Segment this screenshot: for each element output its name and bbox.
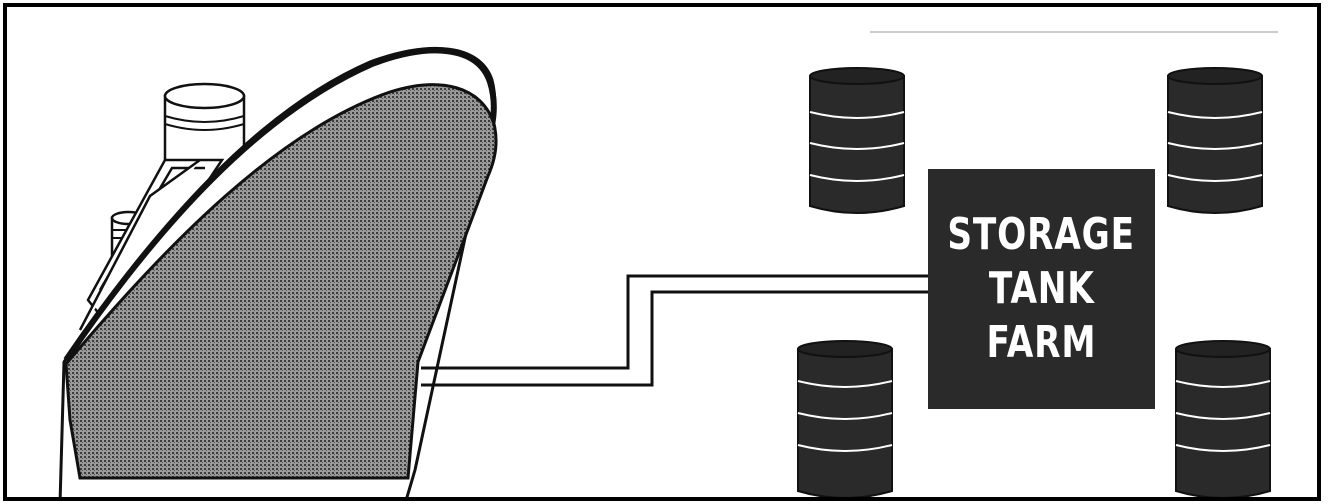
ship-icon bbox=[60, 48, 496, 504]
storage-label-line-1: STORAGE bbox=[948, 208, 1135, 262]
oil-barrel-icon bbox=[1168, 68, 1262, 213]
storage-tank-farm-box: STORAGE TANK FARM bbox=[928, 169, 1155, 409]
storage-label-line-2: TANK bbox=[989, 262, 1095, 316]
oil-barrel-icon bbox=[798, 341, 892, 498]
oil-barrel-icon bbox=[1176, 341, 1270, 498]
oil-barrel-icon bbox=[810, 68, 904, 213]
storage-label-line-3: FARM bbox=[987, 316, 1097, 370]
